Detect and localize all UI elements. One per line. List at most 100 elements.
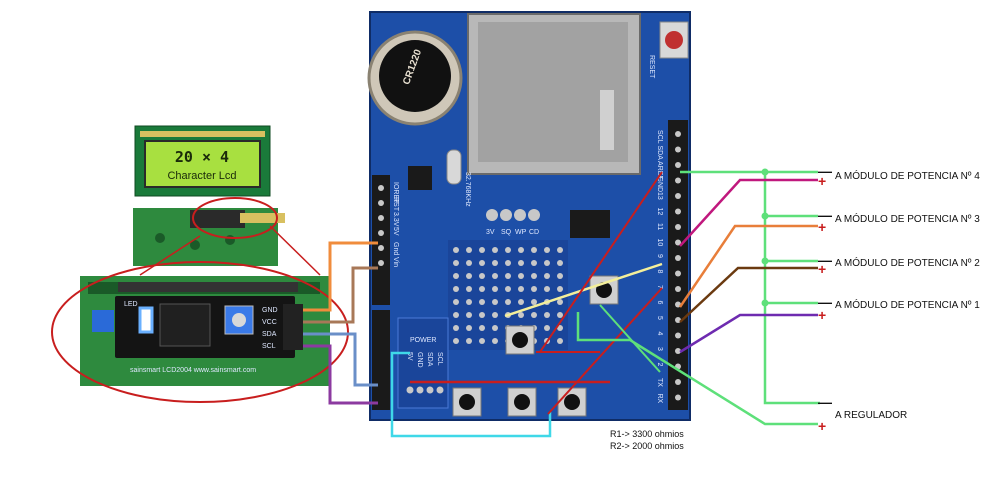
header-left-label: 5V <box>392 227 399 236</box>
header-left-pin <box>378 200 384 206</box>
header-left-pin <box>378 230 384 236</box>
proto-hole <box>479 312 485 318</box>
proto-hole <box>492 247 498 253</box>
header-right-pin <box>675 193 681 199</box>
wire-red-1 <box>539 171 663 353</box>
proto-hole <box>453 338 459 344</box>
proto-hole <box>557 312 563 318</box>
header-right <box>668 120 688 410</box>
minus-sign-2: — <box>818 252 832 268</box>
proto-hole <box>466 312 472 318</box>
plus-sign-3: + <box>818 219 826 235</box>
header-right-label: GND <box>656 177 663 193</box>
proto-hole <box>466 286 472 292</box>
power-label: 5V <box>406 352 413 361</box>
proto-hole <box>557 299 563 305</box>
proto-hole <box>479 247 485 253</box>
module-label-1: A MÓDULO DE POTENCIA Nº 1 <box>835 298 980 311</box>
header-left-top <box>372 175 390 305</box>
rtc-pin-wp: WP <box>515 229 527 236</box>
header-right-label: 12 <box>656 208 663 216</box>
proto-hole <box>453 273 459 279</box>
header-left-bottom <box>372 310 390 410</box>
led-label: LED <box>124 301 138 308</box>
header-left-pin <box>378 245 384 251</box>
header-left-pin <box>378 185 384 191</box>
power-label: SDA <box>426 352 433 367</box>
power-label: SCL <box>436 352 443 366</box>
header-right-pin <box>675 332 681 339</box>
header-right-label: RX <box>656 394 663 404</box>
lcd-screen <box>144 140 261 188</box>
plus-sign-4: + <box>818 173 826 189</box>
proto-hole <box>518 299 524 305</box>
header-left-label: 3.3V <box>392 212 399 227</box>
zoom-callout-small <box>192 197 278 239</box>
proto-hole <box>518 247 524 253</box>
wire-red-2 <box>547 287 663 415</box>
wire-sda <box>303 332 378 387</box>
proto-hole <box>492 325 498 331</box>
module-label-3: A MÓDULO DE POTENCIA Nº 3 <box>835 212 980 225</box>
push-buttons <box>452 275 619 417</box>
power-pin <box>406 386 414 394</box>
wire-yellow <box>504 262 663 318</box>
proto-hole <box>453 247 459 253</box>
header-right-pin <box>675 317 681 323</box>
header-right-pin <box>675 394 681 401</box>
proto-hole <box>557 273 563 279</box>
proto-hole <box>544 273 550 279</box>
zoom-callout-large <box>51 261 349 403</box>
header-right-label: 6 <box>656 301 663 305</box>
header-right-label: 3 <box>656 347 663 351</box>
proto-hole <box>557 338 563 344</box>
plus-sign-1: + <box>818 307 826 323</box>
proto-hole <box>492 299 498 305</box>
power-title: POWER <box>410 337 436 344</box>
proto-hole <box>453 260 459 266</box>
header-left-pin <box>378 260 384 266</box>
lcd-screen-line2: Character Lcd <box>167 170 236 182</box>
reset-label: RESET <box>648 55 655 79</box>
i2c-adapter-zoom: LED sainsmart LCD2004 www.sainsmart.com … <box>80 276 330 386</box>
header-right-label: 4 <box>656 332 663 336</box>
proto-hole <box>453 286 459 292</box>
header-right-pin <box>675 162 681 168</box>
header-right-pin <box>675 239 681 246</box>
proto-hole <box>466 325 472 331</box>
header-right-pin <box>675 131 681 137</box>
push-button-cap <box>514 394 530 410</box>
proto-hole <box>557 247 563 253</box>
proto-hole <box>492 260 498 266</box>
power-label: GND <box>416 352 423 368</box>
proto-hole <box>531 247 537 253</box>
proto-hole <box>505 286 511 292</box>
header-right-pin <box>675 146 681 153</box>
header-right-label: 5 <box>656 316 663 320</box>
header-left-label: RST <box>392 197 399 212</box>
proto-hole <box>505 299 511 305</box>
header-left-label: IOREF <box>392 182 399 203</box>
output-labels: — + A MÓDULO DE POTENCIA Nº 4 — + A MÓDU… <box>818 163 980 434</box>
power-pin <box>416 386 424 394</box>
i2c-pin-sda: SDA <box>262 331 277 338</box>
wire-vcc <box>303 241 378 312</box>
wire-gnd <box>303 266 378 324</box>
header-left-label: Gnd <box>392 242 399 255</box>
proto-hole <box>492 312 498 318</box>
wire-ground-bus <box>680 170 820 405</box>
header-right-pin <box>675 255 681 261</box>
crystal-label: 32.768KHz <box>464 172 471 207</box>
proto-hole <box>479 260 485 266</box>
logic-chip <box>570 210 610 238</box>
header-right-label: 8 <box>656 270 663 274</box>
proto-hole <box>453 325 459 331</box>
proto-hole <box>466 338 472 344</box>
crystal <box>446 149 462 185</box>
header-right-pin <box>675 270 681 277</box>
proto-hole <box>518 260 524 266</box>
rtc-chip <box>408 166 432 190</box>
